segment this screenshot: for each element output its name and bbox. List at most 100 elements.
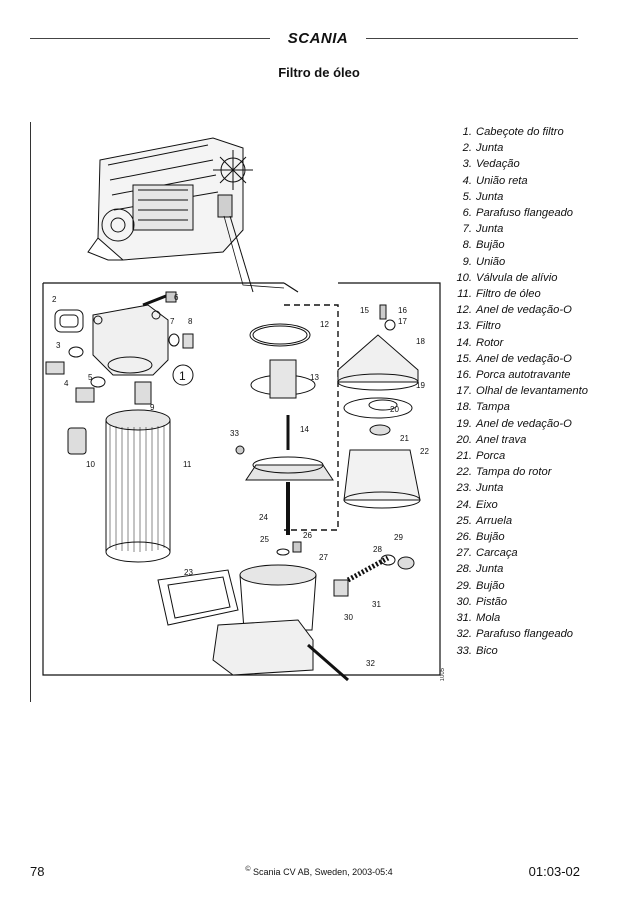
callout-22: 22: [420, 447, 429, 456]
engine-illustration: [87, 137, 253, 261]
legend-item: 13.Filtro: [450, 318, 600, 334]
legend-number: 12.: [456, 304, 472, 317]
callout-33: 33: [230, 429, 239, 438]
callout-1: 1: [179, 369, 186, 383]
legend-text: Anel de vedação-O: [476, 352, 572, 365]
legend-item: 24. Eixo: [450, 497, 600, 513]
oil-filter-exploded-diagram: 1 2 3 4 5 6 7 8 9 10 11 12 13 14 15 16 1…: [42, 137, 441, 682]
legend-item: 4.União reta: [450, 173, 600, 189]
legend-text: Eixo: [476, 498, 498, 511]
legend-text: Anel de vedação-O: [476, 304, 572, 317]
legend-text: Anel trava: [476, 433, 527, 446]
legend-item: 18. Tampa: [450, 399, 600, 415]
legend-number: 6.: [462, 207, 472, 220]
legend-number: 2.: [462, 142, 472, 155]
legend-item: 28. Junta: [450, 561, 600, 577]
legend-number: 26.: [456, 531, 472, 544]
callout-19: 19: [416, 381, 425, 390]
callout-6: 6: [174, 293, 179, 302]
legend-item: 21.Porca: [450, 448, 600, 464]
filter-head-part-1: [92, 304, 169, 376]
legend-number: 18.: [456, 401, 472, 414]
legend-number: 3.: [462, 158, 472, 171]
legend-number: 25.: [456, 514, 472, 527]
legend-number: 33.: [456, 644, 472, 657]
callout-12: 12: [320, 320, 329, 329]
callout-8: 8: [188, 317, 193, 326]
legend-number: 24.: [456, 498, 472, 511]
legend-item: 9.União: [450, 254, 600, 270]
callout-13: 13: [310, 373, 319, 382]
legend-number: 28.: [456, 563, 472, 576]
legend-text: Válvula de alívio: [476, 271, 558, 284]
callout-32: 32: [366, 659, 375, 668]
legend-item: 5.Junta: [450, 189, 600, 205]
page-number: 78: [30, 864, 45, 879]
legend-text: União: [476, 255, 506, 268]
legend-number: 13.: [456, 320, 472, 333]
legend-item: 16. Porca autotravante: [450, 367, 600, 383]
header-rule-left: [30, 38, 270, 39]
callout-31: 31: [372, 600, 381, 609]
legend-item: 23.Junta: [450, 480, 600, 496]
legend-text: Carcaça: [476, 547, 518, 560]
legend-number: 1.: [462, 126, 472, 138]
oil-filter-part-11: [105, 409, 171, 563]
legend-item: 25.Arruela: [450, 513, 600, 529]
legend-text: Filtro de óleo: [476, 288, 541, 301]
legend-text: Porca autotravante: [476, 369, 571, 382]
legend-item: 26. Bujão: [450, 529, 600, 545]
legend-text: Tampa: [476, 401, 510, 414]
legend-number: 29.: [456, 579, 472, 592]
callout-27: 27: [319, 553, 328, 562]
legend-text: Junta: [476, 563, 504, 576]
header-rule-right: [366, 38, 578, 39]
callout-16: 16: [398, 306, 407, 315]
legend-number: 21.: [456, 450, 472, 463]
legend-text: Mola: [476, 612, 501, 625]
callout-15: 15: [360, 306, 369, 315]
legend-text: União reta: [476, 174, 528, 187]
legend-number: 27.: [456, 547, 472, 560]
copyright-symbol: ©: [245, 866, 251, 873]
callout-2: 2: [52, 295, 57, 304]
callout-9: 9: [150, 403, 155, 412]
legend-number: 10.: [456, 271, 472, 284]
copyright: © Scania CV AB, Sweden, 2003-05:4: [0, 866, 638, 877]
legend-number: 16.: [456, 369, 472, 382]
legend-text: Olhal de levantamento: [476, 385, 588, 398]
legend-text: Pistão: [476, 595, 508, 608]
legend-number: 15.: [456, 352, 472, 365]
housing-part-27: [212, 564, 317, 676]
legend-text: Rotor: [476, 336, 504, 349]
legend-item: 3. Vedação: [450, 156, 600, 172]
legend-item: 30.Pistão: [450, 594, 600, 610]
legend-number: 20.: [456, 433, 472, 446]
legend-item: 17. Olhal de levantamento: [450, 383, 600, 399]
callout-5: 5: [88, 373, 93, 382]
rotor-cover-part-18: [337, 334, 419, 391]
legend-text: Bujão: [476, 239, 505, 252]
legend-item: 29.Bujão: [450, 578, 600, 594]
legend-text: Junta: [476, 223, 504, 236]
page-title: Filtro de óleo: [278, 65, 360, 80]
callout-25: 25: [260, 535, 269, 544]
callout-18: 18: [416, 337, 425, 346]
legend-text: Vedação: [476, 158, 520, 171]
legend-item: 31.Mola: [450, 610, 600, 626]
copyright-text: Scania CV AB, Sweden, 2003-05:4: [253, 867, 393, 877]
callout-26: 26: [303, 531, 312, 540]
legend-item: 10. Válvula de alívio: [450, 270, 600, 286]
legend-text: Bujão: [476, 531, 505, 544]
callout-30: 30: [344, 613, 353, 622]
legend-text: Junta: [476, 142, 504, 155]
legend-number: 17.: [456, 385, 472, 398]
callout-10: 10: [86, 460, 95, 469]
legend-text: Junta: [476, 482, 504, 495]
legend-text: Bico: [476, 644, 498, 657]
legend-item: 11.Filtro de óleo: [450, 286, 600, 302]
callout-28: 28: [373, 545, 382, 554]
legend-item: 6.Parafuso flangeado: [450, 205, 600, 221]
legend-number: 32.: [456, 628, 472, 641]
legend-text: Parafuso flangeado: [476, 628, 574, 641]
